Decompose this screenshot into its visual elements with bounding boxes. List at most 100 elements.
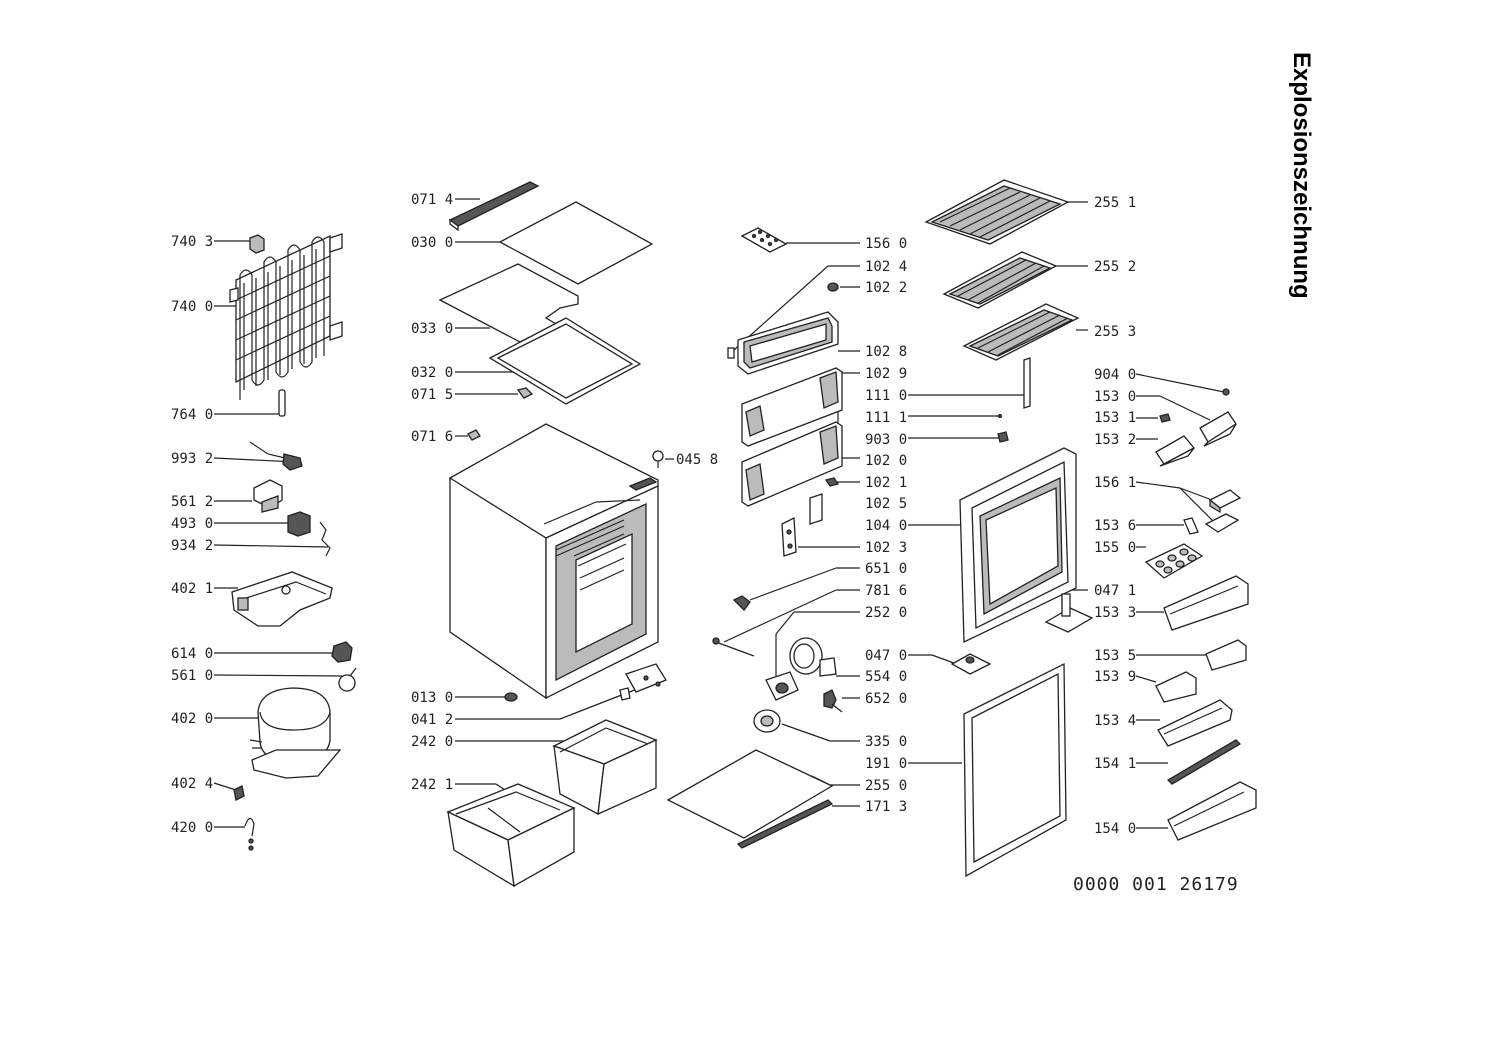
upper-hinge-part	[1023, 357, 1031, 409]
label-252-0: 252 0	[865, 605, 907, 621]
thermostat-knob-part	[753, 709, 781, 733]
glass-shelf-part	[666, 749, 834, 839]
door-gasket-part	[963, 662, 1067, 878]
label-102-0: 102 0	[865, 453, 907, 469]
door-bin-tray-part	[1157, 699, 1233, 747]
butter-box-part	[1204, 489, 1242, 533]
ventilation-grille-part	[448, 181, 540, 232]
label-071-5: 071 5	[411, 387, 453, 403]
lower-hinge-right-part	[1044, 593, 1094, 633]
small-bracket-part	[727, 347, 735, 359]
egg-rack-part	[1144, 543, 1204, 579]
label-102-2: 102 2	[865, 280, 907, 296]
label-104-0: 104 0	[865, 518, 907, 534]
bottle-rail-part	[1166, 739, 1242, 785]
label-740-0: 740 0	[171, 299, 213, 315]
cover-plate-part	[809, 493, 823, 525]
label-102-9: 102 9	[865, 366, 907, 382]
label-242-1: 242 1	[411, 777, 453, 793]
ice-tray-part	[740, 227, 788, 253]
lamp-socket-part	[732, 595, 751, 611]
label-554-0: 554 0	[865, 669, 907, 685]
small-cover-part	[467, 429, 481, 441]
label-153-9: 153 9	[1094, 669, 1136, 685]
foot-part	[504, 692, 518, 702]
diagram-title: Explosionszeichnung	[1288, 52, 1315, 299]
leader-lines-right	[1050, 201, 1225, 829]
label-030-0: 030 0	[411, 235, 453, 251]
wire-shelf-middle-part	[942, 251, 1058, 309]
door-bin-small-part	[1205, 639, 1247, 671]
document-number: 0000 001 26179	[1073, 874, 1239, 895]
label-047-0: 047 0	[865, 648, 907, 664]
label-242-0: 242 0	[411, 734, 453, 750]
label-651-0: 651 0	[865, 561, 907, 577]
label-614-0: 614 0	[171, 646, 213, 662]
relay-part	[253, 479, 283, 513]
label-255-3: 255 3	[1094, 324, 1136, 340]
label-group-center: 156 0 102 4 102 2 102 8 102 9 111 0 111 …	[865, 236, 907, 815]
label-191-0: 191 0	[865, 756, 907, 772]
egg-tray-right-part	[1199, 411, 1237, 447]
base-tray-part	[231, 571, 333, 627]
label-781-6: 781 6	[865, 583, 907, 599]
sensor-rod-part	[712, 637, 755, 657]
label-255-1: 255 1	[1094, 195, 1136, 211]
leader-lines-center-left	[455, 198, 674, 793]
freezer-door-gasket-part	[737, 311, 839, 375]
door-screw-part	[997, 431, 1009, 443]
flap-part	[1183, 517, 1199, 535]
screw-part	[652, 450, 664, 468]
overload-part	[338, 667, 357, 692]
label-255-0: 255 0	[865, 778, 907, 794]
label-171-3: 171 3	[865, 799, 907, 815]
label-111-1: 111 1	[865, 410, 907, 426]
label-402-4: 402 4	[171, 776, 213, 792]
label-153-6: 153 6	[1094, 518, 1136, 534]
label-group-right: 255 1 255 2 255 3 904 0 153 0 153 1 153 …	[1094, 195, 1136, 837]
label-111-0: 111 0	[865, 388, 907, 404]
shelf-frame-part	[488, 317, 642, 405]
compressor-part	[249, 687, 342, 779]
cable-part	[249, 441, 303, 471]
freezer-hinge-part	[781, 516, 797, 557]
latch-part	[824, 477, 840, 487]
label-255-2: 255 2	[1094, 259, 1136, 275]
leader-lines-left	[213, 240, 343, 828]
label-041-2: 041 2	[411, 712, 453, 728]
label-154-0: 154 0	[1094, 821, 1136, 837]
label-071-6: 071 6	[411, 429, 453, 445]
thermostat-part	[765, 637, 837, 701]
label-153-1: 153 1	[1094, 410, 1136, 426]
label-102-8: 102 8	[865, 344, 907, 360]
label-561-2: 561 2	[171, 494, 213, 510]
condenser-part	[229, 233, 343, 400]
label-071-4: 071 4	[411, 192, 453, 208]
capacitor-part	[287, 511, 311, 537]
crisper-upper-part	[552, 719, 658, 816]
label-153-5: 153 5	[1094, 648, 1136, 664]
door-bin-large-part	[1163, 575, 1249, 631]
label-420-0: 420 0	[171, 820, 213, 836]
label-102-4: 102 4	[865, 259, 907, 275]
label-group-center-left: 071 4 030 0 033 0 032 0 071 5 071 6 045 …	[411, 192, 718, 793]
shelf-edge-strip-part	[736, 799, 834, 849]
spring-clip-part	[244, 817, 255, 851]
knob-part	[827, 282, 839, 292]
label-402-1: 402 1	[171, 581, 213, 597]
stopper-part	[1222, 388, 1230, 396]
label-153-4: 153 4	[1094, 713, 1136, 729]
inner-door-part	[959, 447, 1077, 644]
hinge-bracket-part	[619, 663, 667, 701]
label-group-left: 740 3 740 0 764 0 993 2 561 2 493 0 934 …	[171, 234, 213, 836]
label-153-2: 153 2	[1094, 432, 1136, 448]
label-155-0: 155 0	[1094, 540, 1136, 556]
label-153-3: 153 3	[1094, 605, 1136, 621]
drier-part	[278, 389, 286, 417]
top-cover-part	[498, 201, 654, 285]
label-102-1: 102 1	[865, 475, 907, 491]
label-493-0: 493 0	[171, 516, 213, 532]
label-102-5: 102 5	[865, 496, 907, 512]
label-032-0: 032 0	[411, 365, 453, 381]
